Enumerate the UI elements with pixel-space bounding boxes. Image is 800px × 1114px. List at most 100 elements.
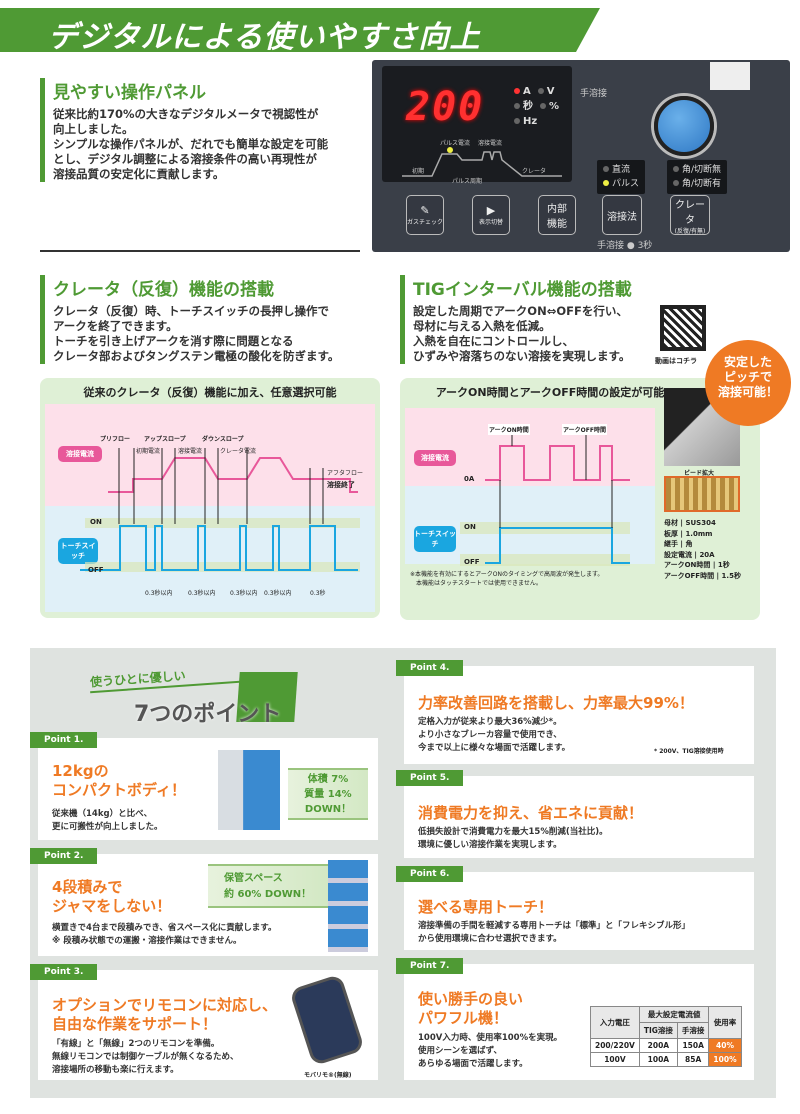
zero-amp-label: 0A: [464, 475, 475, 483]
qr-code-icon[interactable]: [660, 305, 706, 351]
point-card-5: Point 5. 消費電力を抑え、省エネに貢献！ 低損失設計で消費電力を最大15…: [396, 770, 754, 858]
play-icon: ▶: [486, 204, 496, 217]
preflow-label: プリフロー: [100, 436, 131, 443]
point-tag: Point 4.: [396, 660, 464, 676]
text-line: 設定した周期でアークON⇔OFFを行い、: [413, 304, 628, 318]
point-tag: Point 7.: [396, 958, 464, 974]
gas-check-button[interactable]: ✎ガスチェック: [406, 195, 444, 235]
text-line: クレータ部およびタングステン電極の酸化を防ぎます。: [53, 349, 340, 363]
weld-mode-lamps: 直流パルス: [597, 160, 646, 194]
waveform-graphic: [402, 147, 562, 177]
panel-footer-label: 手溶接 ● 3秒: [597, 241, 653, 251]
current-zone: [405, 408, 655, 486]
section-title: クレータ（反復）機能の搭載: [53, 280, 274, 300]
initial-current-label: 初期電流: [136, 448, 161, 455]
downslope-label: ダウンスロープ: [202, 436, 244, 443]
text-line: 向上しました。: [53, 122, 134, 136]
current-tag: 溶接電流: [58, 446, 102, 462]
time-label: 0.3秒以内: [145, 590, 173, 597]
point-card-7: Point 7. 使い勝手の良いパワフル機！ 100V入力時、使用率100%を実…: [396, 958, 754, 1080]
stacked-machines-image: [328, 860, 368, 952]
crater-button[interactable]: クレータ(反復/有無): [670, 195, 710, 235]
afterflow-label: アフタフロー: [327, 470, 364, 477]
switch-tag: トーチスイッチ: [58, 538, 98, 564]
text-line: シンプルな操作パネルが、だれでも簡単な設定を可能: [53, 137, 329, 151]
point-tag: Point 2.: [30, 848, 98, 864]
control-panel-photo: 200 A V 秒 % Hz パルス電流 溶接電流 初期 パルス周期 クレータ …: [372, 60, 790, 252]
tig-notes: ※本機能を有効にするとアークONのタイミングで高周波が発生します。本機能はタッチ…: [410, 571, 604, 587]
bead-closeup-photo: [664, 476, 740, 512]
on-label: ON: [90, 518, 102, 526]
text-line: トーチを引き上げアークを消す際に問題となる: [53, 334, 294, 348]
tig-waveforms: [460, 432, 630, 566]
arc-on-time-label: アークON時間: [488, 424, 530, 435]
point-tag: Point 1.: [30, 732, 98, 748]
point-card-6: Point 6. 選べる専用トーチ！ 溶接準備の手間を軽減する専用トーチは「標準…: [396, 866, 754, 950]
panel-section: 見やすい操作パネル 従来比約170%の大きなデジタルメータで視認性が 向上しまし…: [40, 78, 360, 182]
off-label: OFF: [464, 558, 480, 566]
point-card-4: Point 4. 力率改善回路を搭載し、力率最大99%！ 定格入力が従来より最大…: [396, 660, 754, 764]
points-title: 7つのポイント: [134, 702, 282, 727]
footnote: * 200V、TIG溶接使用時: [654, 748, 724, 755]
section-title: TIGインターバル機能の搭載: [413, 280, 632, 300]
point-card-2: Point 2. 4段積みでジャマをしない！ 横置きで4台まで段積みでき、省スペ…: [30, 848, 378, 956]
display: 200 A V 秒 % Hz パルス電流 溶接電流 初期 パルス周期 クレータ: [382, 66, 572, 185]
spec-list: 母材 | SUS304 板厚 | 1.0mm 継手 | 角 設定電流 | 20A…: [664, 519, 741, 580]
point-tag: Point 6.: [396, 866, 464, 882]
graph-label: パルス周期: [452, 178, 483, 185]
current-tag: 溶接電流: [414, 450, 456, 466]
weld-end-label: 溶接終了: [327, 481, 355, 489]
crater-diagram: 従来のクレータ（反復）機能に加え、任意選択可能 溶接電流 トーチスイッチ プリフ…: [40, 378, 380, 618]
welder-machine-image: [218, 750, 280, 830]
arc-off-time-label: アークOFF時間: [562, 424, 607, 435]
point-tag: Point 3.: [30, 964, 98, 980]
text-line: ひずみや溶落ちのない溶接を実現します。: [413, 349, 631, 363]
off-label: OFF: [88, 566, 104, 574]
text-line: アークを終了できます。: [53, 319, 178, 333]
tig-section: TIGインターバル機能の搭載 設定した周期でアークON⇔OFFを行い、 母材に与…: [400, 275, 700, 364]
qr-code-icon: [710, 62, 750, 90]
text-line: 溶接品質の安定化に貢献します。: [53, 167, 225, 181]
remote-control-image: [288, 973, 366, 1067]
graph-label: パルス電流: [440, 140, 471, 147]
time-label: 0.3秒: [310, 590, 326, 597]
text-line: クレータ（反復）時、トーチスイッチの長押し操作で: [53, 304, 329, 318]
internal-function-button[interactable]: 内部 機能: [538, 195, 576, 235]
display-switch-button[interactable]: ▶表示切替: [472, 195, 510, 235]
unit-indicators: A V 秒 % Hz: [514, 84, 559, 129]
space-reduction-box: 保管スペース約 60% DOWN！: [208, 864, 328, 908]
upslope-label: アップスロープ: [144, 436, 186, 443]
crater-waveforms: [80, 448, 360, 572]
diagram-title: アークON時間とアークOFF時間の設定が可能: [435, 386, 665, 399]
reduction-box: 体積 7%質量 14%DOWN！: [288, 768, 368, 820]
switch-tag: トーチスイッチ: [414, 526, 456, 552]
text-line: 母材に与える入熱を低減。: [413, 319, 551, 333]
time-label: 0.3秒以内: [264, 590, 292, 597]
section-title: 見やすい操作パネル: [53, 83, 206, 103]
meter-readout: 200: [406, 84, 485, 130]
text-line: とし、デジタル調整による溶接条件の高い再現性が: [53, 152, 317, 166]
photo-caption: ビード拡大: [684, 470, 715, 477]
point-card-1: Point 1. 12kgのコンパクトボディ！ 従来機（14kg）と比べ、更に可…: [30, 732, 378, 840]
adjustment-knob[interactable]: [654, 96, 714, 156]
divider: [40, 250, 360, 252]
time-label: 0.3秒以内: [188, 590, 216, 597]
crater-section: クレータ（反復）機能の搭載 クレータ（反復）時、トーチスイッチの長押し操作で ア…: [40, 275, 380, 364]
torch-icon: ✎: [420, 204, 430, 217]
qr-caption: 動画はコチラ: [655, 357, 697, 365]
banner-title: デジタルによる使いやすさ向上: [48, 20, 481, 55]
graph-label: クレータ: [522, 168, 547, 175]
mode-label: 手溶接: [580, 89, 608, 99]
weld-current-label: 溶接電流: [178, 448, 203, 455]
graph-label: 溶接電流: [478, 140, 503, 147]
text-line: 従来比約170%の大きなデジタルメータで視認性が: [53, 107, 319, 121]
text-line: 入熱を自在にコントロールし、: [413, 334, 574, 348]
diagram-title: 従来のクレータ（反復）機能に加え、任意選択可能: [83, 386, 337, 399]
time-label: 0.3秒以内: [230, 590, 258, 597]
crater-current-label: クレータ電流: [220, 448, 257, 455]
graph-label: 初期: [412, 168, 425, 175]
weld-method-button[interactable]: 溶接法: [602, 195, 642, 235]
